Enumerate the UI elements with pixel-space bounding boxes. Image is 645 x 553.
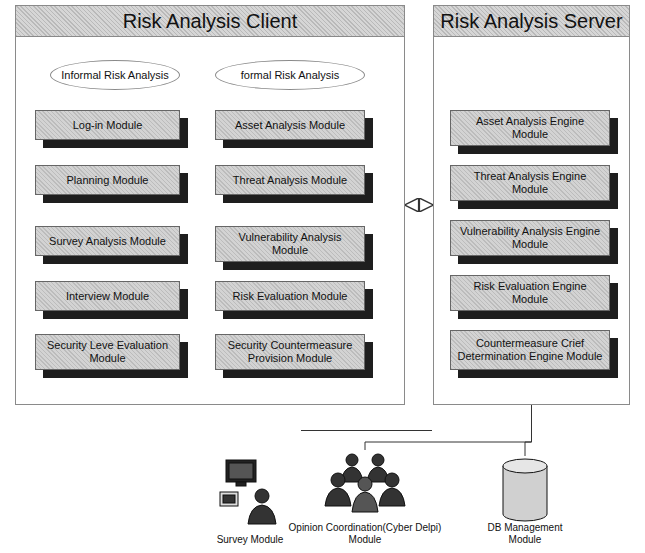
node-label: Risk Evaluation Engine Module [457, 280, 603, 306]
module-box: Risk Evaluation Module [215, 281, 365, 311]
node-label: Informal Risk Analysis [61, 69, 169, 81]
node-label: Asset Analysis Engine Module [457, 115, 603, 141]
connector [406, 204, 432, 206]
group-oval: formal Risk Analysis [215, 60, 365, 90]
node-label: Security Leve Evaluation Module [42, 339, 173, 365]
node-label: Countermeasure Crief Determination Engin… [457, 337, 603, 363]
node-label: Survey Analysis Module [49, 235, 166, 248]
node-label: Opinion Coordination(Cyber Delpi) Module [280, 522, 450, 546]
node-label: Asset Analysis Module [235, 119, 345, 132]
database-icon [503, 459, 547, 521]
module-box: Threat Analysis Module [215, 165, 365, 195]
panel-title: Risk Analysis Client [16, 6, 404, 37]
node-label: Interview Module [66, 290, 149, 303]
node-label: Security Countermeasure Provision Module [222, 339, 358, 365]
node-label: Planning Module [67, 174, 149, 187]
node-label: Log-in Module [73, 119, 143, 132]
module-box: Threat Analysis Engine Module [450, 165, 610, 201]
module-box: Asset Analysis Engine Module [450, 110, 610, 146]
icon-node: Opinion Coordination(Cyber Delpi) Module [280, 450, 450, 549]
module-box: Planning Module [35, 165, 180, 195]
module-box: Log-in Module [35, 110, 180, 140]
people-group-icon [325, 454, 405, 512]
panel: Risk Analysis ClientInformal Risk Analys… [15, 5, 405, 405]
node-label: Risk Evaluation Module [233, 290, 348, 303]
connector [365, 405, 532, 450]
icon-node: DB Management Module [470, 456, 580, 549]
node-label: Vulnerability Analysis Engine Module [457, 225, 603, 251]
module-box: Countermeasure Crief Determination Engin… [450, 330, 610, 370]
node-label: formal Risk Analysis [241, 69, 339, 81]
node-label: Threat Analysis Module [233, 174, 347, 187]
module-box: Vulnerability Analysis Engine Module [450, 220, 610, 256]
node-label: DB Management Module [470, 522, 580, 546]
node-label: Survey Module [217, 534, 284, 546]
module-box: Vulnerability Analysis Module [215, 226, 365, 262]
icon-node: Survey Module [200, 456, 300, 549]
module-box: Risk Evaluation Engine Module [450, 275, 610, 311]
module-box: Asset Analysis Module [215, 110, 365, 140]
panel-title: Risk Analysis Server [434, 6, 629, 37]
survey-icon [220, 460, 276, 524]
module-box: Interview Module [35, 281, 180, 311]
node-label: Vulnerability Analysis Module [222, 231, 358, 257]
module-box: Security Leve Evaluation Module [35, 334, 180, 370]
node-label: Threat Analysis Engine Module [457, 170, 603, 196]
connector [525, 405, 532, 456]
module-box: Security Countermeasure Provision Module [215, 334, 365, 370]
group-oval: Informal Risk Analysis [50, 60, 180, 90]
module-box: Survey Analysis Module [35, 226, 180, 256]
panel: Risk Analysis ServerAsset Analysis Engin… [433, 5, 630, 405]
connector [301, 430, 432, 431]
